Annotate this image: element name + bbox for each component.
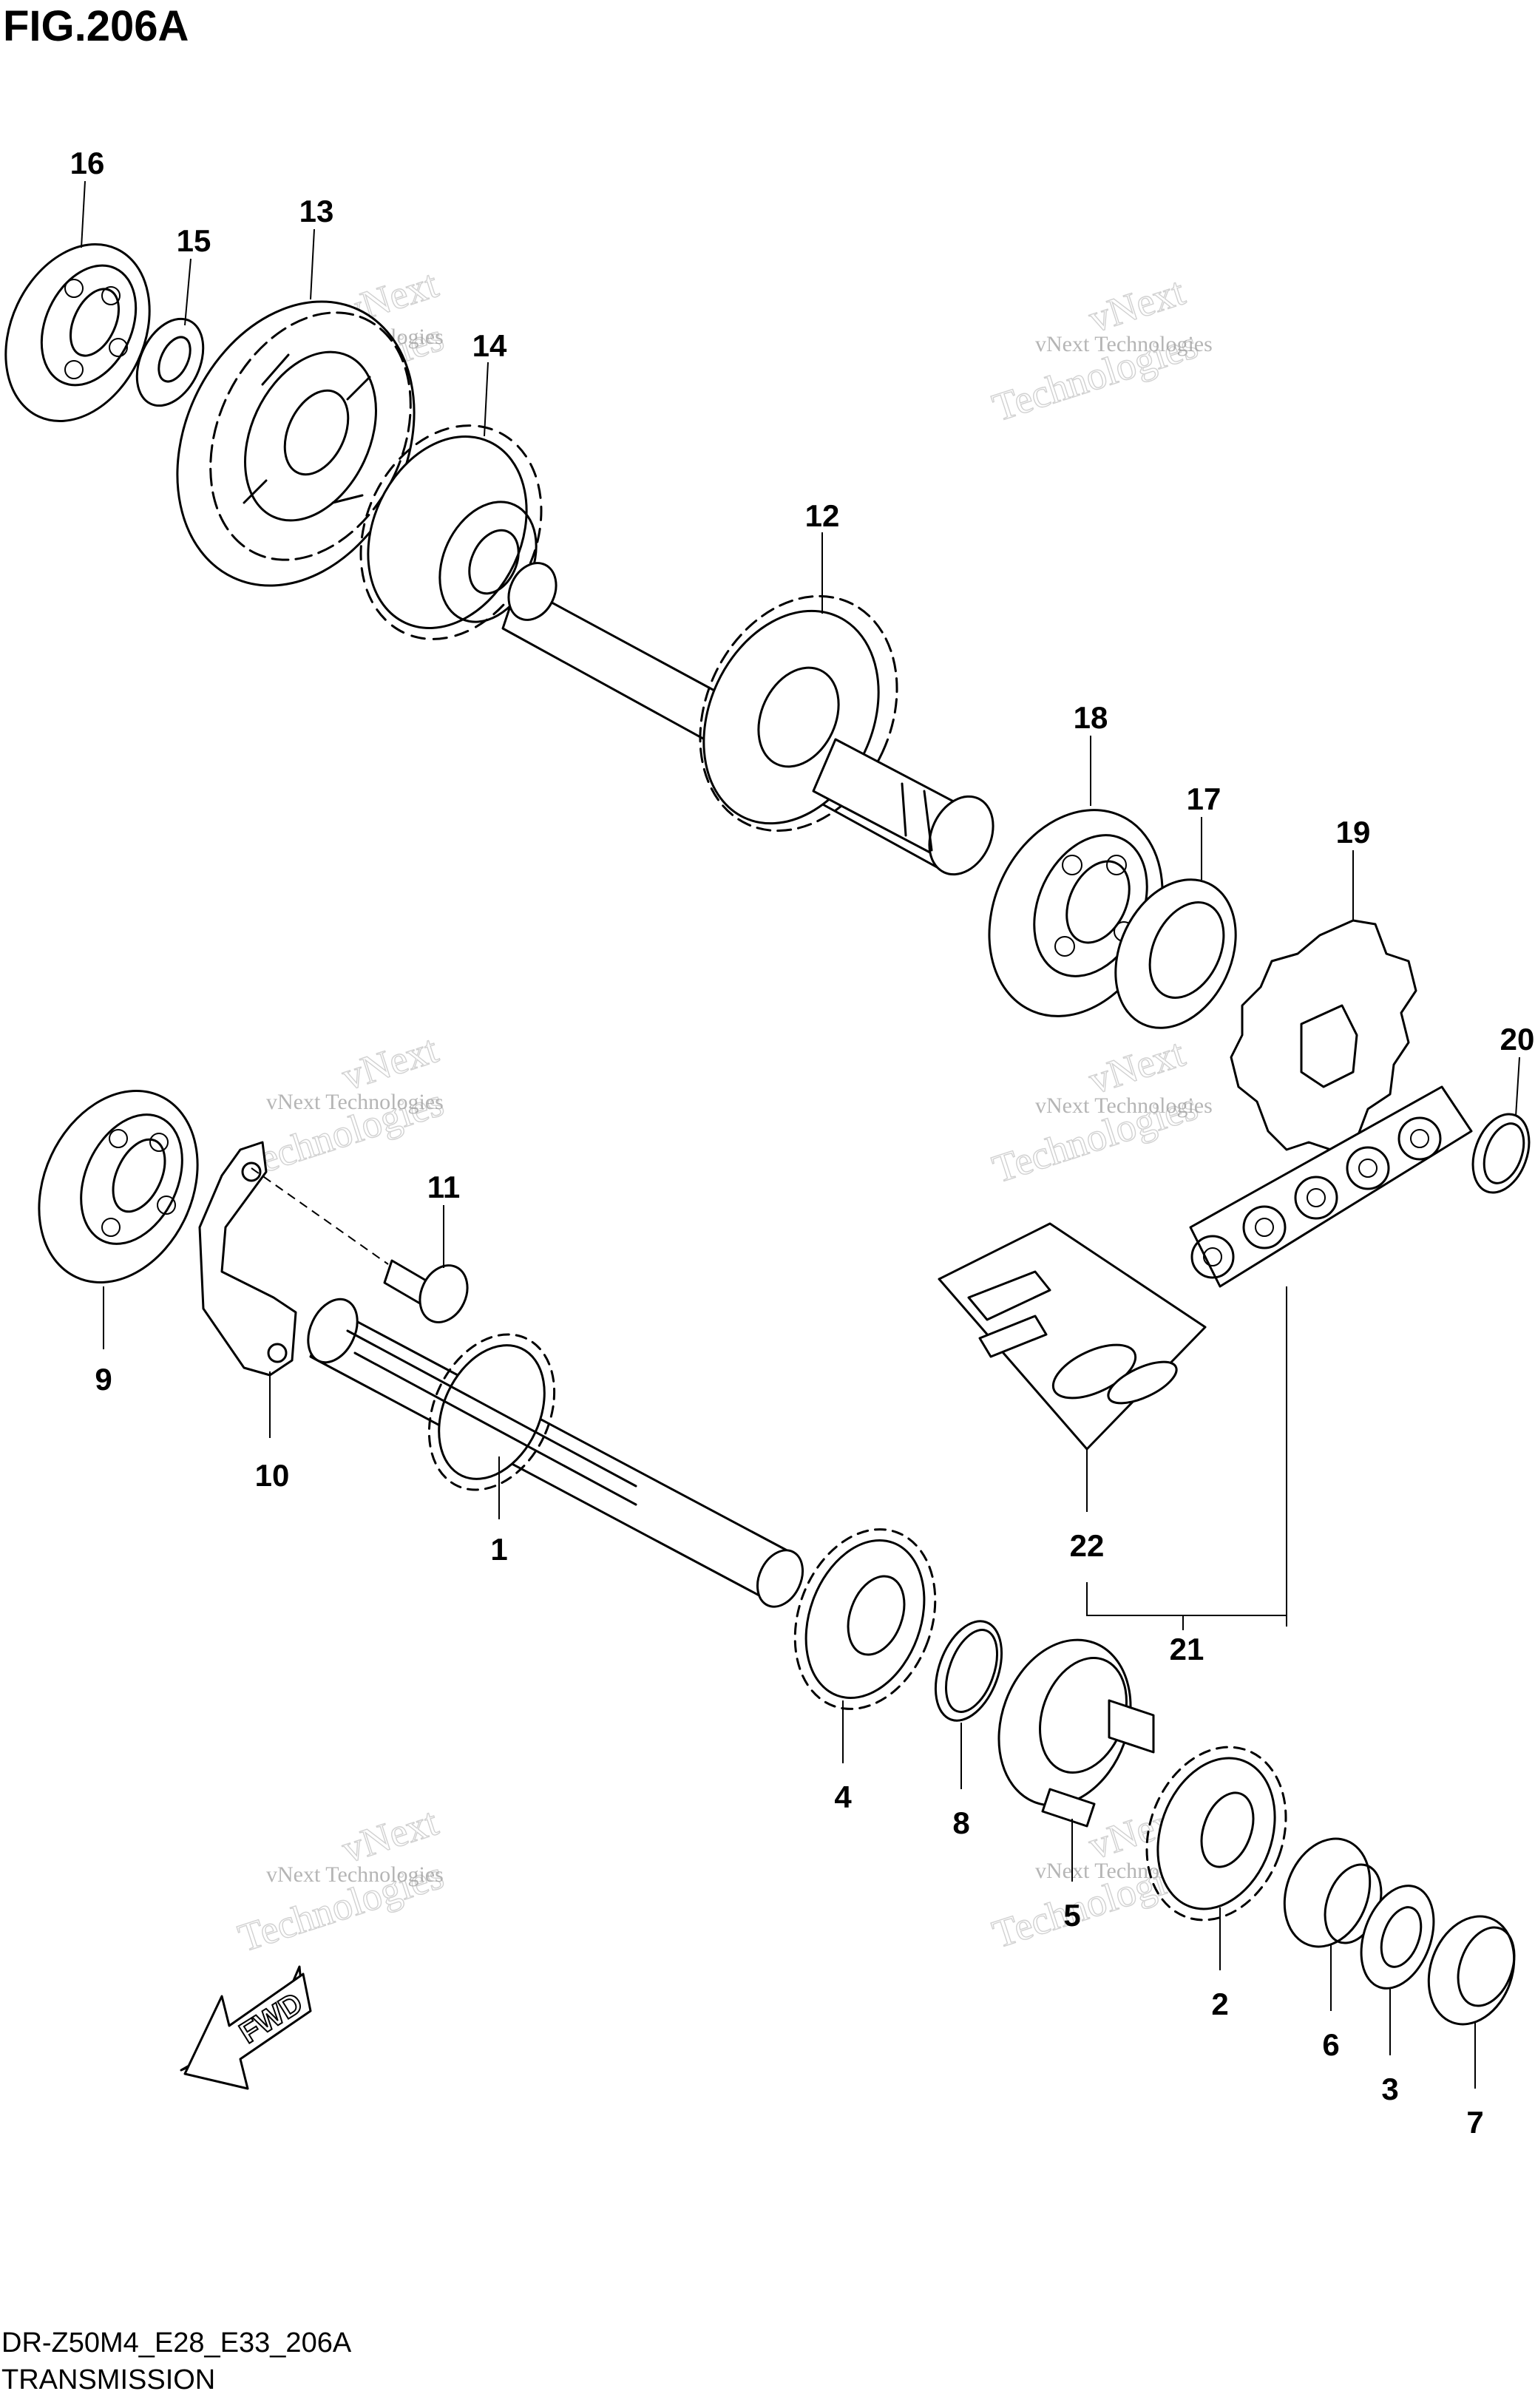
fwd-arrow-icon: FWD xyxy=(180,1965,312,2090)
part-1-mainshaft xyxy=(307,1298,804,1608)
callout-9: 9 xyxy=(95,1362,112,1397)
part-12-countershaft xyxy=(501,562,994,876)
part-4-gear xyxy=(793,1528,937,1710)
callout-6: 6 xyxy=(1322,2027,1339,2062)
callout-21: 21 xyxy=(1170,1632,1204,1666)
callout-12: 12 xyxy=(805,498,840,533)
callout-3: 3 xyxy=(1381,2072,1398,2106)
part-9-bearing xyxy=(38,1090,199,1283)
callout-5: 5 xyxy=(1063,1898,1080,1933)
callout-8: 8 xyxy=(952,1805,969,1840)
watermark-text: vNext Technologies xyxy=(266,1862,444,1887)
part-8-circlip xyxy=(934,1620,1003,1722)
part-19-sprocket xyxy=(1230,919,1417,1151)
part-10-bearing-retainer xyxy=(198,1141,297,1377)
part-2-gear xyxy=(1145,1746,1287,1922)
model-code: DR-Z50M4_E28_E33_206A xyxy=(1,2327,352,2358)
callout-19: 19 xyxy=(1336,815,1371,849)
part-13-gear xyxy=(176,300,416,587)
leader-lines xyxy=(81,180,1520,2089)
callout-22: 22 xyxy=(1070,1528,1105,1563)
callout-11: 11 xyxy=(427,1170,460,1204)
callout-13: 13 xyxy=(299,194,334,228)
part-5-gear xyxy=(997,1638,1155,1828)
callout-18: 18 xyxy=(1074,700,1108,735)
callout-4: 4 xyxy=(834,1780,852,1814)
part-7-needle-bearing xyxy=(1427,1915,1516,2026)
part-11-screw xyxy=(251,1167,469,1323)
callout-16: 16 xyxy=(70,146,105,180)
callout-2: 2 xyxy=(1211,1987,1228,2021)
callout-7: 7 xyxy=(1466,2105,1483,2140)
part-3-washer xyxy=(1360,1885,1435,1990)
part-22-chain-joint-kit xyxy=(938,1222,1207,1451)
callout-labels: 16 15 13 14 12 18 17 19 20 11 9 10 1 4 8… xyxy=(70,146,1535,2140)
callout-20: 20 xyxy=(1500,1022,1535,1057)
callout-17: 17 xyxy=(1187,781,1221,816)
callout-1: 1 xyxy=(490,1532,507,1567)
watermark-text: vNext Technologies xyxy=(266,1090,444,1114)
watermark-text: vNext Technologies xyxy=(1035,1093,1213,1118)
callout-15: 15 xyxy=(177,223,211,258)
callout-10: 10 xyxy=(255,1458,290,1493)
part-21-chain xyxy=(1189,1085,1473,1288)
callout-14: 14 xyxy=(472,328,507,363)
part-15-washer xyxy=(135,317,205,407)
section-name: TRANSMISSION xyxy=(1,2364,216,2395)
part-20-circlip xyxy=(1471,1113,1531,1194)
part-16-bearing xyxy=(4,243,151,423)
watermark-text: vNext Technologies xyxy=(1035,332,1213,356)
part-17-seal xyxy=(1114,878,1237,1029)
figure-title: FIG.206A xyxy=(3,2,189,50)
